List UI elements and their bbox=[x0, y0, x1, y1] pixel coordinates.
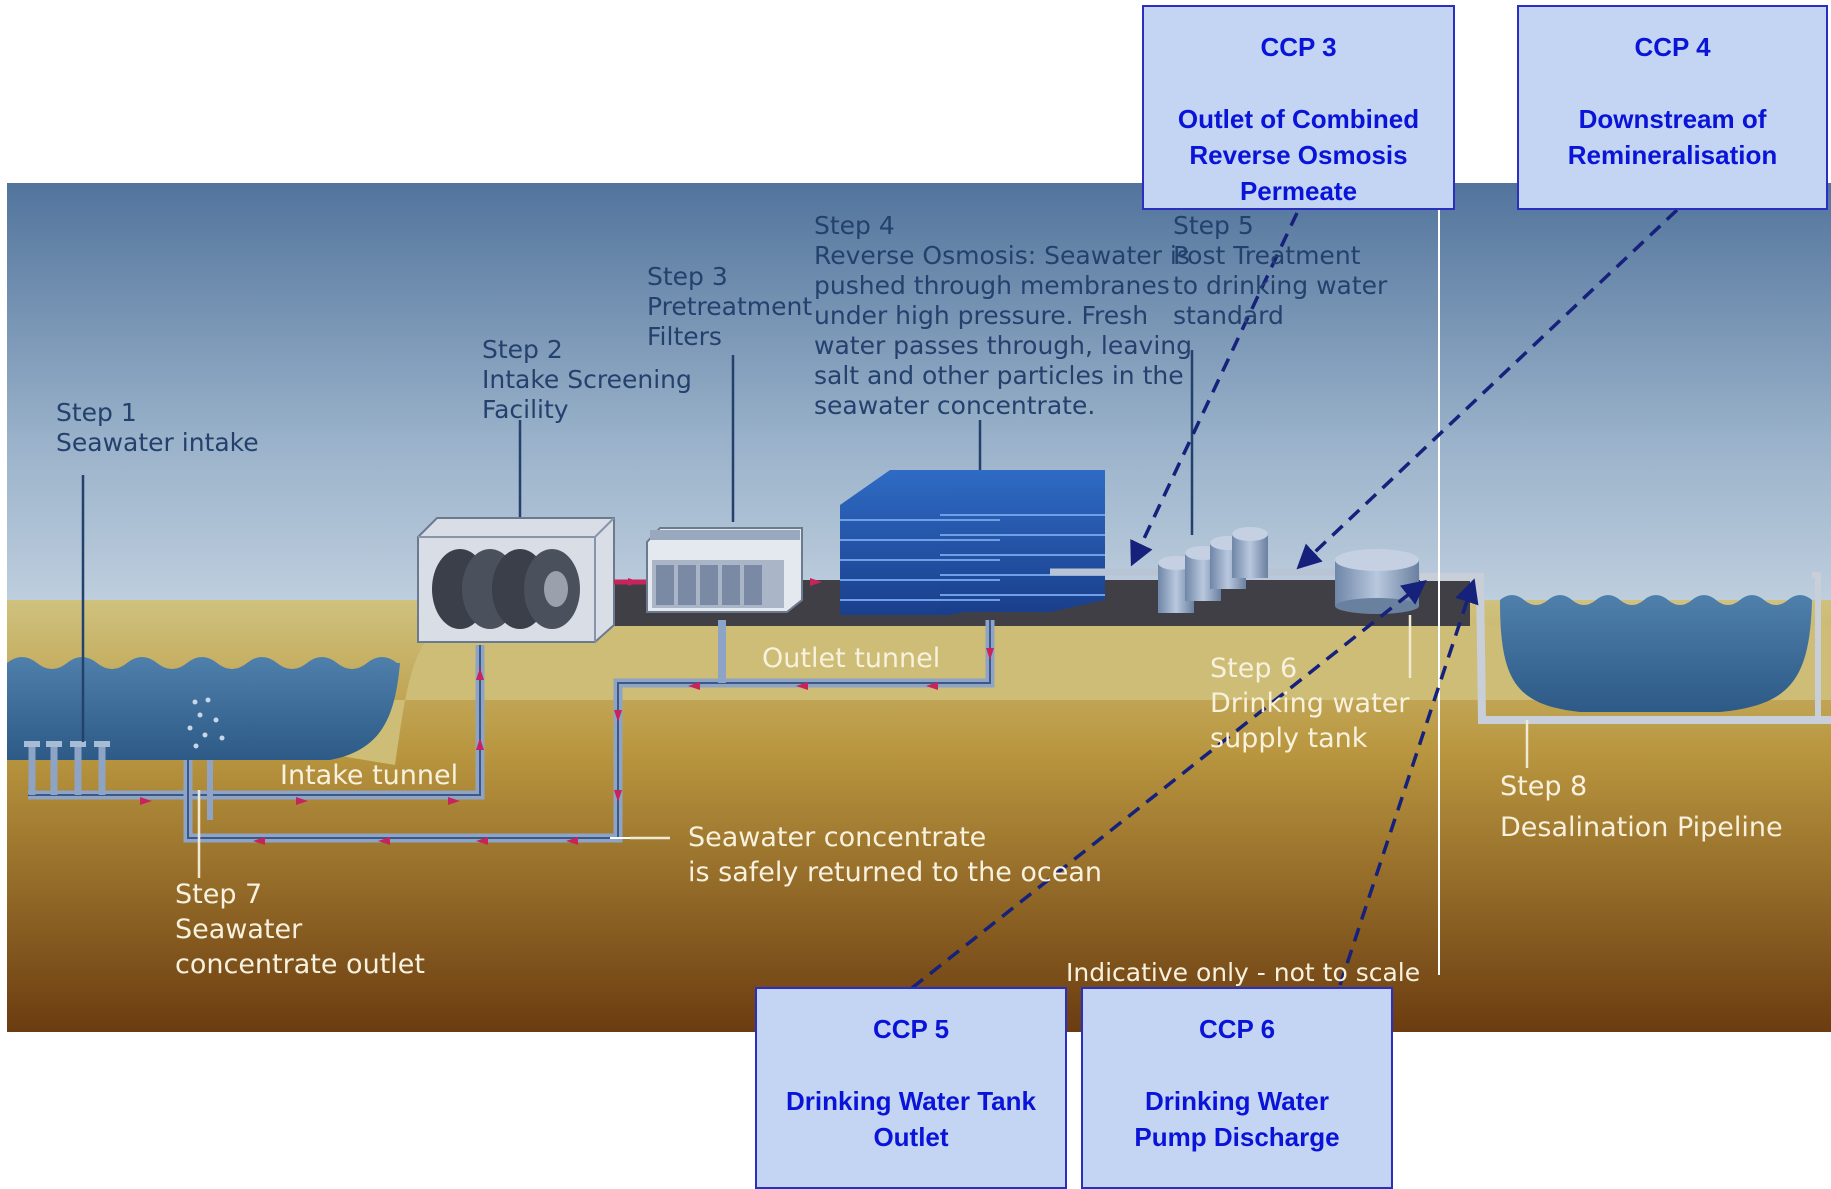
desalination-pipeline bbox=[1420, 573, 1831, 724]
intake-screening-facility bbox=[417, 517, 648, 643]
outlet-tunnel-label: Outlet tunnel bbox=[762, 643, 941, 674]
ccp3-arrow bbox=[1130, 212, 1299, 567]
ccp3-box: CCP 3 Outlet of Combined Reverse Osmosis… bbox=[1142, 5, 1455, 210]
ccp4-arrow bbox=[1296, 208, 1679, 570]
ccp5-title: CCP 5 bbox=[872, 1014, 950, 1044]
ccp6-box: CCP 6 Drinking Water Pump Discharge bbox=[1081, 987, 1393, 1189]
ccp6-arrow bbox=[1338, 578, 1479, 986]
ccp4-box: CCP 4 Downstream of Remineralisation bbox=[1517, 5, 1828, 210]
flow-markers bbox=[140, 578, 994, 845]
ccp5-arrow bbox=[910, 579, 1427, 990]
bubbles bbox=[187, 697, 225, 749]
scale-note: Indicative only - not to scale bbox=[1066, 958, 1421, 987]
reservoir bbox=[1500, 595, 1812, 712]
reverse-osmosis-membranes bbox=[840, 470, 1105, 615]
shore bbox=[7, 625, 1831, 765]
post-treatment-tanks bbox=[1158, 527, 1268, 613]
intake-tunnel-label: Intake tunnel bbox=[280, 760, 459, 791]
ccp4-title: CCP 4 bbox=[1634, 32, 1711, 62]
drinking-water-tank bbox=[1335, 549, 1419, 614]
ccp6-title: CCP 6 bbox=[1198, 1014, 1276, 1044]
leader-lines bbox=[81, 350, 1194, 742]
pretreatment-filters bbox=[646, 527, 803, 613]
ccp3-title: CCP 3 bbox=[1260, 32, 1337, 62]
left-sea bbox=[7, 657, 400, 760]
ccp5-box: CCP 5 Drinking Water Tank Outlet bbox=[755, 987, 1067, 1189]
ccp-arrows bbox=[910, 208, 1679, 990]
intake-pipes bbox=[28, 745, 106, 795]
